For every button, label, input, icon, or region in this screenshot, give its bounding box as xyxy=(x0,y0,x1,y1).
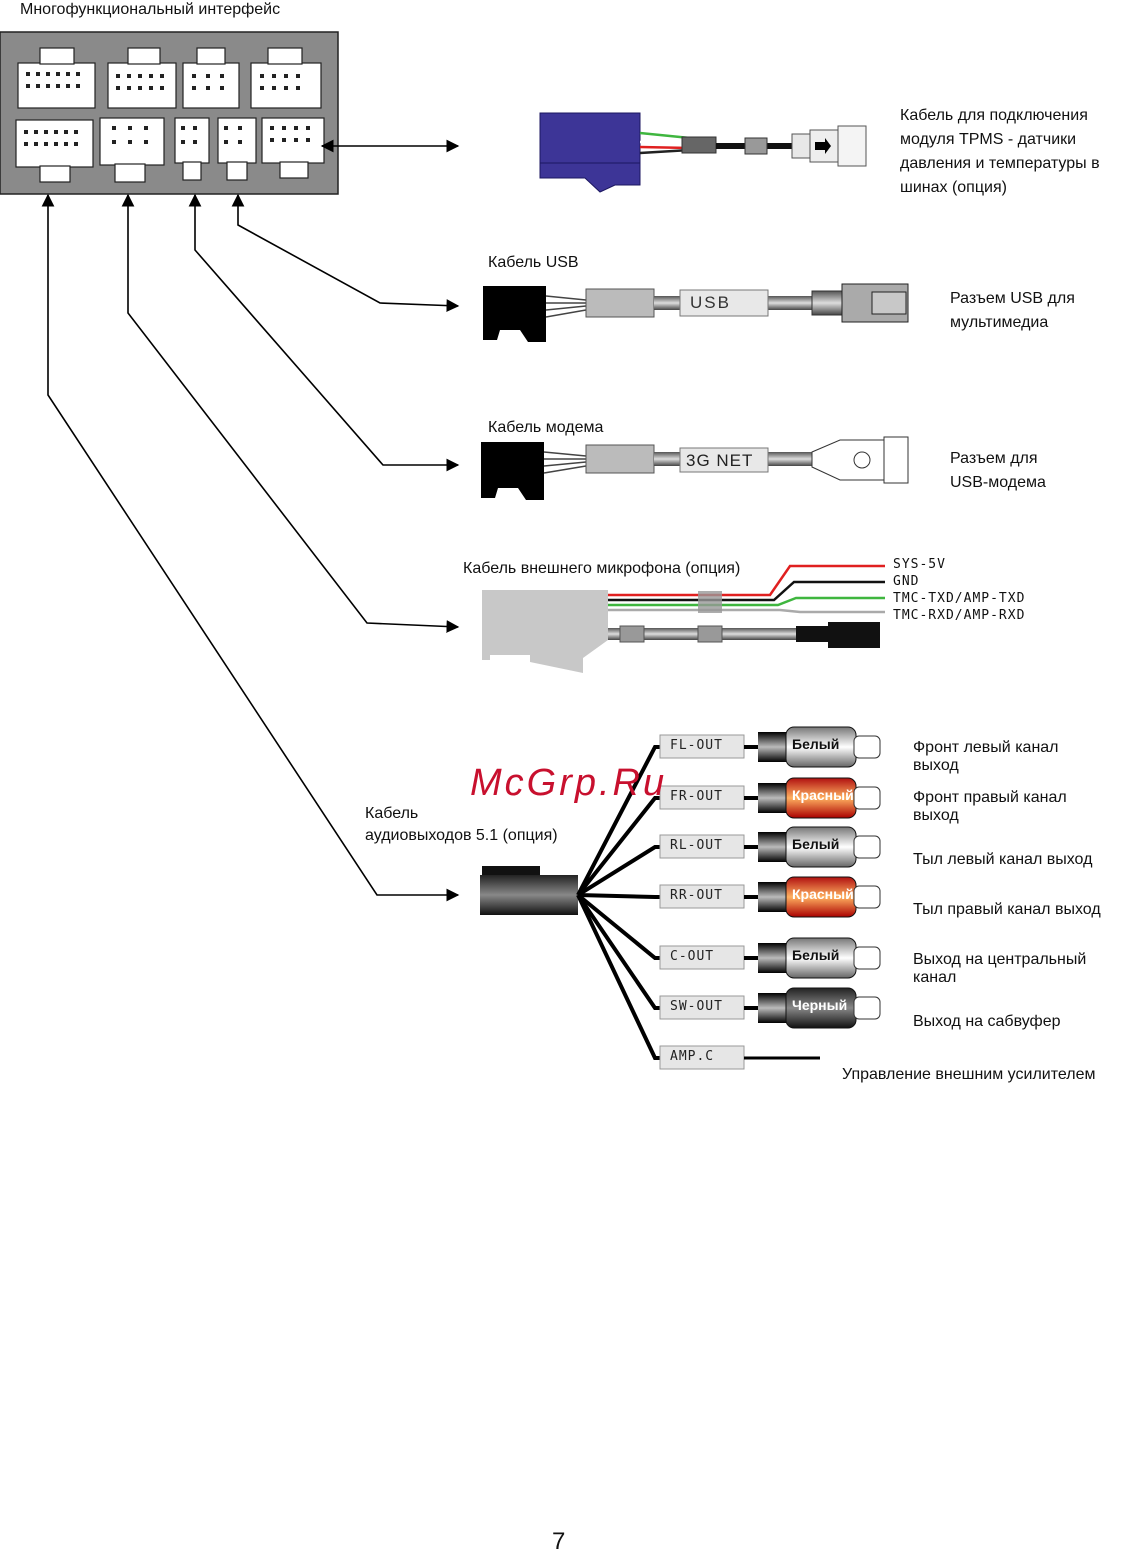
output-description: Фронт левый канал выход xyxy=(913,739,1059,774)
tpms-cable xyxy=(539,112,867,193)
output-description: Тыл левый канал выход xyxy=(913,851,1093,868)
usb-description: Разъем USB для мультимедиа xyxy=(950,290,1075,331)
rca-grip xyxy=(758,882,786,912)
rca-tip xyxy=(853,996,881,1020)
mic-signal-txd: TMC-TXD/AMP-TXD xyxy=(893,591,1026,606)
diagram-title: Многофункциональный интерфейс xyxy=(20,1,281,18)
rca-plug-label: Белый xyxy=(792,947,840,963)
output-chip-label: FR-OUT xyxy=(670,789,723,804)
audio-wire xyxy=(577,893,662,899)
modem-cable xyxy=(481,436,909,500)
rca-tip xyxy=(853,885,881,909)
mic-cable-title: Кабель внешнего микрофона (опция) xyxy=(463,560,741,577)
output-description: Управление внешним усилителем xyxy=(842,1066,1096,1083)
rca-plug-label: Красный xyxy=(792,886,854,902)
modem-cable-title: Кабель модема xyxy=(488,419,604,436)
rca-grip xyxy=(758,993,786,1023)
audio-wire xyxy=(576,894,662,1060)
output-chip-label: FL-OUT xyxy=(670,738,723,753)
usb-cable-label: USB xyxy=(690,293,731,312)
rca-tip xyxy=(853,735,881,759)
usb-cable-title: Кабель USB xyxy=(488,254,579,271)
output-description: Фронт правый канал выход xyxy=(913,789,1067,824)
modem-cable-label: 3G NET xyxy=(686,451,754,470)
output-description: Выход на сабвуфер xyxy=(913,1013,1061,1030)
modem-description: Разъем для USB-модема xyxy=(950,450,1046,491)
rca-grip xyxy=(758,832,786,862)
audio-wire xyxy=(576,893,662,960)
mic-signal-sys5v: SYS-5V xyxy=(893,557,946,572)
rca-plug-label: Белый xyxy=(792,836,840,852)
tpms-description: Кабель для подключения модуля TPMS - дат… xyxy=(900,107,1100,196)
rca-tip xyxy=(853,835,881,859)
connector-panel xyxy=(0,31,339,195)
mic-cable xyxy=(482,564,885,673)
rca-grip xyxy=(758,732,786,762)
rca-plug-label: Черный xyxy=(792,997,848,1013)
mic-signal-rxd: TMC-RXD/AMP-RXD xyxy=(893,608,1026,623)
output-description: Тыл правый канал выход xyxy=(913,901,1101,918)
watermark: McGrp.Ru xyxy=(470,762,668,804)
rca-tip xyxy=(853,786,881,810)
output-chip-label: RR-OUT xyxy=(670,888,723,903)
rca-grip xyxy=(758,943,786,973)
output-description: Выход на центральный канал xyxy=(913,951,1087,986)
output-chip-label: RL-OUT xyxy=(670,838,723,853)
output-chip-label: C-OUT xyxy=(670,949,715,964)
mic-signal-gnd: GND xyxy=(893,574,920,589)
audio-cable-title: Кабель аудиовыходов 5.1 (опция) xyxy=(365,805,558,844)
page-number: 7 xyxy=(552,1528,566,1555)
rca-tip xyxy=(853,946,881,970)
rca-plug-label: Красный xyxy=(792,787,854,803)
rca-grip xyxy=(758,783,786,813)
output-chip-label: AMP.C xyxy=(670,1049,715,1064)
output-chip-label: SW-OUT xyxy=(670,999,723,1014)
usb-cable xyxy=(483,283,909,342)
connection-arrows xyxy=(41,139,460,902)
rca-plug-label: Белый xyxy=(792,736,840,752)
